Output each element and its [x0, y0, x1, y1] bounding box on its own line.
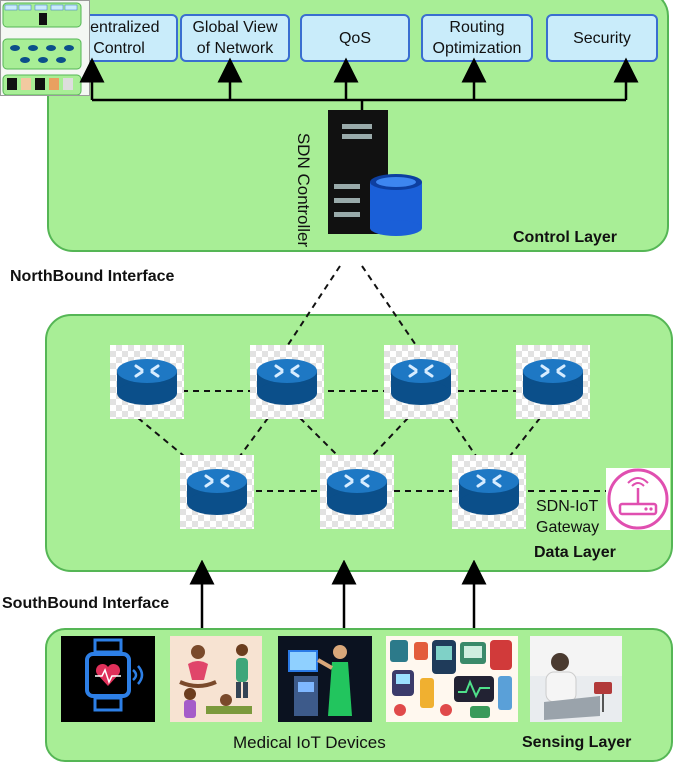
- medical-iot-devices-label: Medical IoT Devices: [233, 733, 386, 752]
- data-layer-title: Data Layer: [534, 544, 616, 561]
- northbound-interface-label: NorthBound Interface: [10, 268, 175, 285]
- router-icon: [384, 345, 458, 419]
- router-icon: [320, 455, 394, 529]
- database-icon: [370, 174, 422, 236]
- medical-monitor-device-image: [278, 636, 372, 722]
- router-icon: [180, 455, 254, 529]
- southbound-arrows: [189, 560, 487, 628]
- sdn-controller-label: SDN Controller: [294, 132, 313, 248]
- router-icon: [250, 345, 324, 419]
- function-box-security: Security: [546, 14, 658, 62]
- sdn-controller-server-icon: [328, 110, 422, 236]
- control-layer-title: Control Layer: [513, 229, 618, 246]
- router-icon: [452, 455, 526, 529]
- gateway-label-line1: SDN-IoT: [536, 498, 599, 515]
- southbound-interface-label: SouthBound Interface: [2, 595, 170, 612]
- sensing-layer-title: Sensing Layer: [522, 734, 632, 751]
- function-box-global-view: Global View of Network: [180, 14, 290, 62]
- gateway-label-line2: Gateway: [536, 519, 600, 536]
- network-links: [137, 265, 608, 492]
- diagram-thumbnail: [0, 0, 90, 96]
- medical-gadgets-collection-image: [386, 636, 518, 722]
- router-icon: [110, 345, 184, 419]
- patient-monitoring-photo: [530, 636, 622, 722]
- gateway-wifi-router-icon: [606, 468, 670, 530]
- router-icon: [516, 345, 590, 419]
- patient-exercise-illustration: [170, 636, 262, 722]
- smartwatch-heart-device-image: [61, 636, 155, 722]
